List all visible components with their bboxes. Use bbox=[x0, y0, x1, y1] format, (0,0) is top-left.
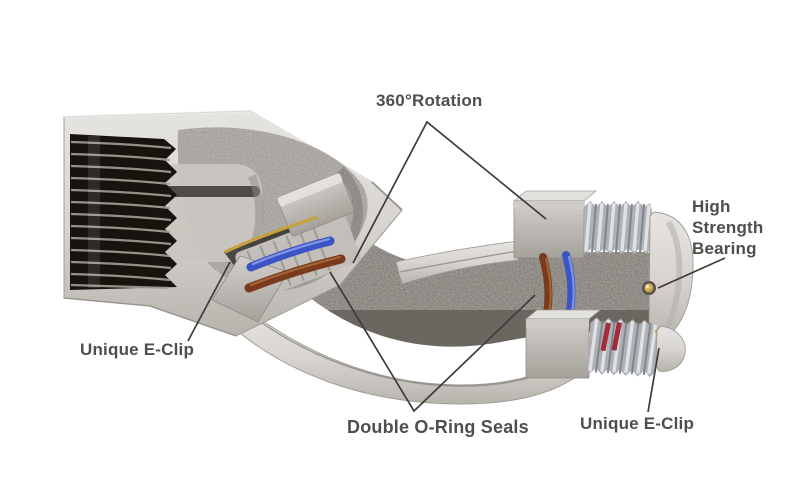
leader-line-oring-seals bbox=[329, 271, 536, 413]
end-cap-bearing-housing bbox=[648, 211, 694, 343]
right-assembly bbox=[512, 190, 694, 379]
swivel-collar-upper-left bbox=[277, 172, 355, 237]
oring-brown-left bbox=[244, 254, 346, 293]
oring-blue-left bbox=[246, 236, 335, 272]
double-oring-seals-label: Double O-Ring Seals bbox=[347, 417, 529, 437]
leader-line-eclip-left bbox=[187, 261, 231, 342]
swivel-collar-upper-right bbox=[512, 190, 598, 259]
rotation-label: 360°Rotation bbox=[376, 91, 483, 110]
high-strength-bearing-label: High Strength Bearing bbox=[692, 197, 764, 259]
eclip-gold-left bbox=[224, 215, 319, 254]
swivel-collar-lower-right bbox=[524, 309, 602, 379]
male-thread-lower bbox=[588, 317, 659, 378]
female-thread-port bbox=[70, 134, 177, 290]
leader-line-eclip-right bbox=[647, 347, 660, 413]
unique-eclip-right-label: Unique E-Clip bbox=[580, 414, 695, 433]
unique-eclip-left-label: Unique E-Clip bbox=[80, 340, 195, 359]
leader-line-rotation bbox=[352, 120, 547, 264]
swivel-arm bbox=[270, 205, 682, 347]
male-thread-upper bbox=[584, 201, 652, 254]
swivel-joint-left bbox=[211, 172, 361, 323]
bearing-ball bbox=[642, 281, 656, 295]
end-cap-lower bbox=[655, 325, 686, 372]
leader-line-bearing bbox=[657, 257, 726, 289]
thread-marking-red bbox=[600, 322, 622, 352]
